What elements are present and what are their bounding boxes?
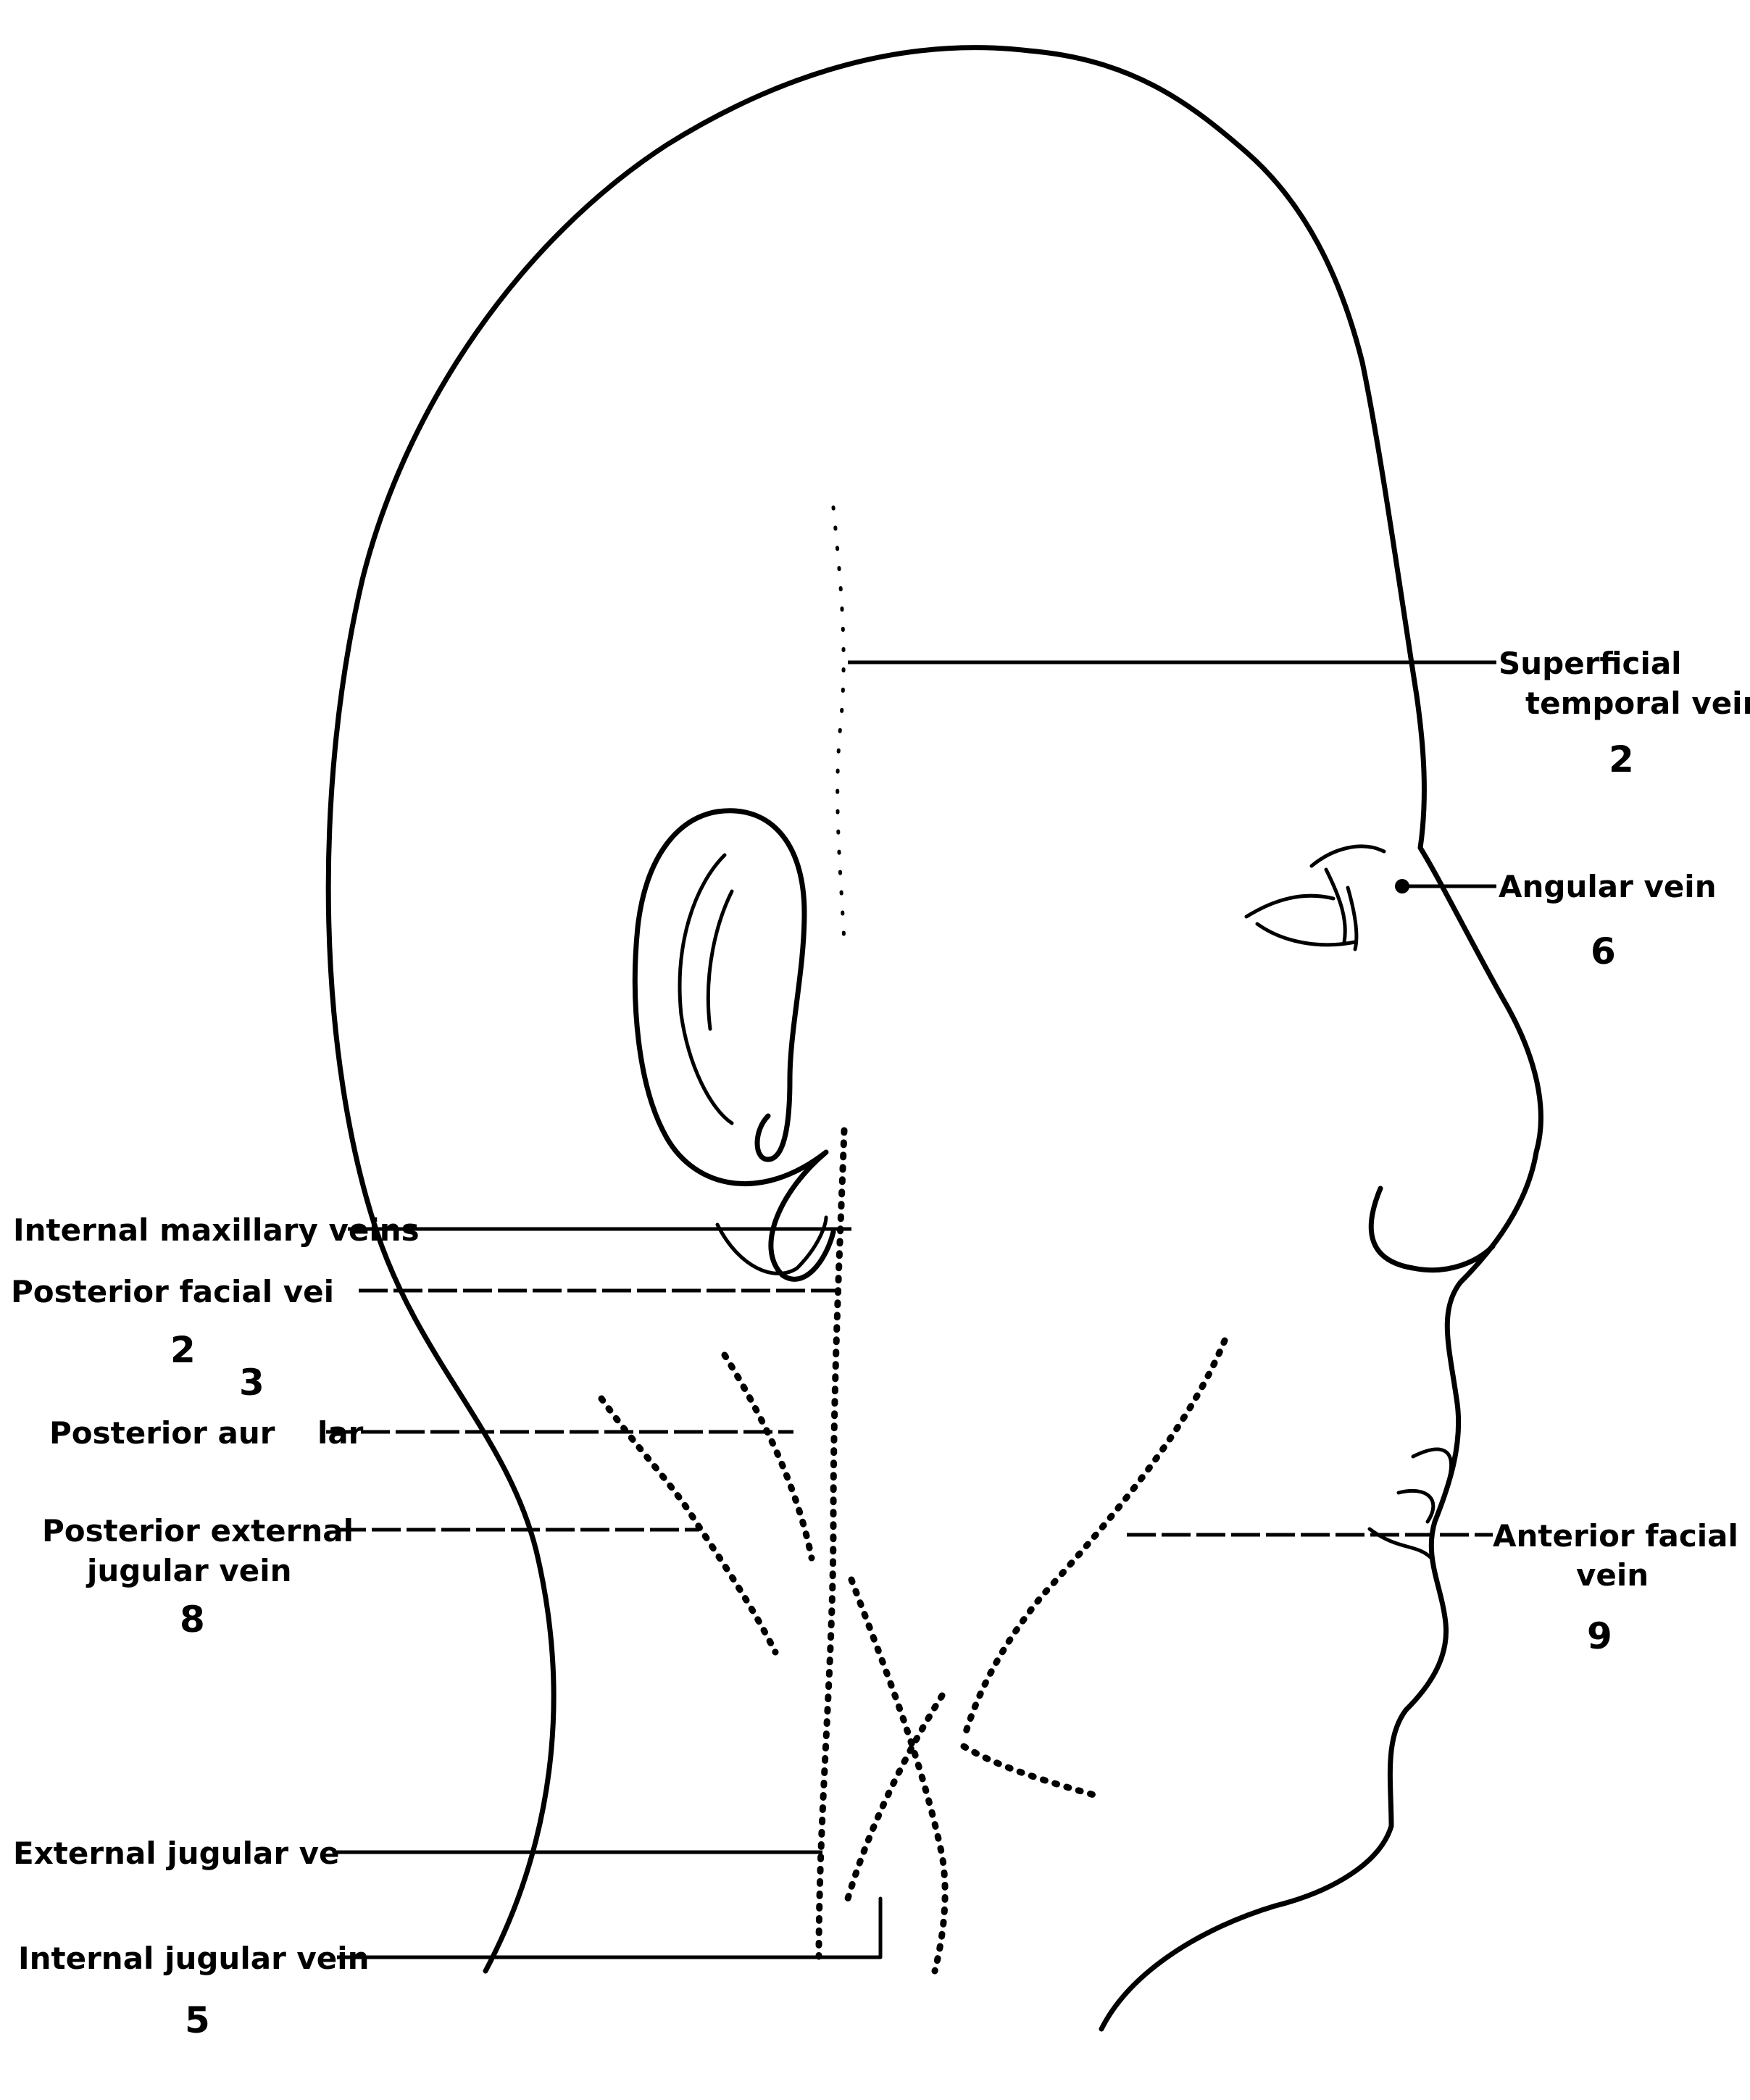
label-anterior-facial-2: vein [1576, 1557, 1649, 1593]
label-superficial-temporal-2: temporal vein [1525, 686, 1750, 721]
head-outline [328, 48, 1541, 2029]
posterior-auricular-vein [725, 1355, 812, 1558]
label-internal-maxillary: Internal maxillary veins [13, 1212, 420, 1248]
angular-vein-point [1395, 879, 1409, 893]
nostril [1371, 1188, 1493, 1270]
label-anterior-facial-num: 9 [1587, 1615, 1612, 1657]
label-posterior-facial: Posterior facial vei [11, 1274, 334, 1309]
anterior-facial-vein [964, 1341, 1225, 1739]
label-angular: Angular vein [1499, 869, 1717, 904]
label-posterior-external-jugular-2: jugular vein [86, 1553, 292, 1588]
label-posterior-auricular: Posterior aur lar [49, 1415, 364, 1451]
label-superficial-temporal-num: 2 [1609, 738, 1634, 780]
label-posterior-facial-num-1: 2 [170, 1329, 196, 1371]
label-external-jugular: External jugular ve [13, 1836, 340, 1871]
label-posterior-external-jugular-num: 8 [180, 1599, 205, 1641]
scalp-dotted-line [833, 507, 844, 942]
label-internal-jugular-num: 5 [185, 1999, 210, 2041]
label-internal-jugular: Internal jugular vein [18, 1941, 370, 1976]
lips [1370, 1449, 1451, 1558]
label-anterior-facial-1: Anterior facial [1493, 1518, 1738, 1554]
label-posterior-external-jugular-1: Posterior external [42, 1513, 354, 1549]
label-posterior-facial-num-2: 3 [239, 1362, 264, 1404]
ear [635, 811, 833, 1280]
posterior-external-jugular-vein [601, 1399, 775, 1652]
crossing-vein [848, 1696, 1101, 1899]
ear-inner [680, 855, 732, 1123]
eye [1246, 846, 1384, 949]
label-superficial-temporal-1: Superficial [1499, 646, 1682, 681]
label-angular-num: 6 [1591, 930, 1616, 972]
